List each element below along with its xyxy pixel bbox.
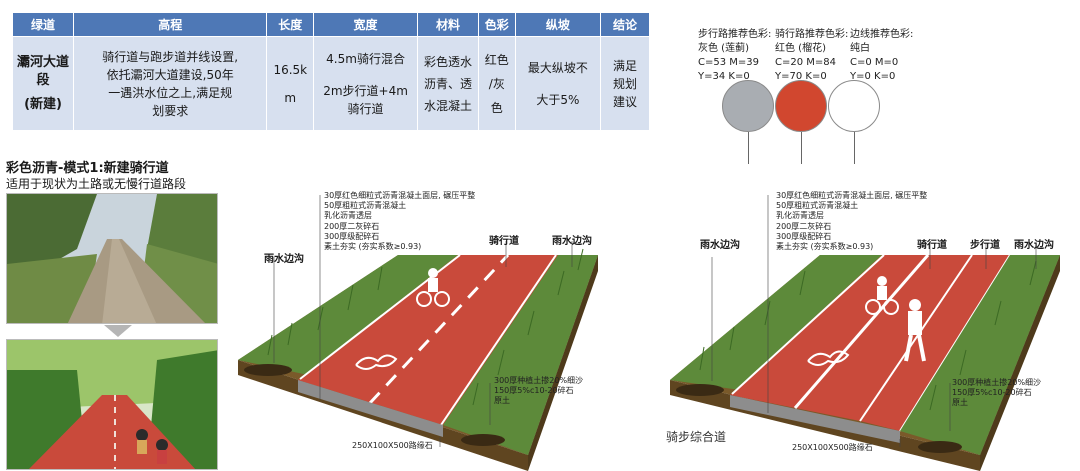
diagram2-caption: 骑步综合道 (666, 430, 727, 444)
edge-line-right (440, 254, 557, 426)
leader-lines (273, 195, 573, 447)
diagram2-bike-label: 骑行道 (917, 240, 947, 251)
right-ditch (461, 434, 505, 446)
bike-symbol-icon (355, 354, 398, 370)
bike-track (730, 255, 972, 421)
right-verge (900, 255, 1060, 455)
diagram2-layer-list: 30厚红色细粒式沥青混凝土面层, 碾压平整 50厚粗粒式沥青混凝土 乳化沥青透层… (776, 191, 928, 252)
section-subheading: 适用于现状为土路或无慢行道路段 (6, 177, 187, 191)
diagram1-bike-label: 骑行道 (489, 236, 519, 247)
header-elevation: 高程 (73, 12, 268, 37)
divider-line (859, 254, 973, 422)
cell-width: 4.5m骑行混合 2m步行道+4m 骑行道 (313, 36, 418, 131)
grey-swatch-stem (748, 132, 749, 164)
gravel-base (298, 380, 443, 437)
diagram1-ditch-right-label: 雨水边沟 (552, 236, 592, 247)
cyclist-figure (416, 268, 450, 307)
red-swatch-stem (801, 132, 802, 164)
center-line (368, 253, 510, 405)
table-header-row: 绿道 高程 长度 宽度 材料 色彩 纵坡 结论 (11, 12, 650, 37)
header-color: 色彩 (478, 12, 516, 37)
cell-material: 彩色透水 沥青、透 水混凝土 (416, 36, 480, 131)
header-slope: 纵坡 (514, 12, 602, 37)
cell-slope: 最大纵坡不 大于5% (514, 36, 602, 131)
center-line (793, 254, 930, 409)
diagram2-walk-label: 步行道 (970, 240, 1000, 251)
grass-tufts (267, 248, 584, 406)
legend-walk-color: 步行路推荐色彩: 灰色 (莲蓟) C=53 M=39 Y=34 K=0 (698, 29, 772, 82)
header-length: 长度 (266, 12, 315, 37)
grass-tufts (699, 260, 1037, 411)
white-swatch-stem (854, 132, 855, 164)
header-greenway: 绿道 (11, 12, 75, 37)
leader-lines (711, 195, 1037, 447)
cell-greenway: 灞河大道段 (新建) (11, 36, 75, 131)
pedestrian-figure (904, 299, 926, 362)
spec-table: 绿道 高程 长度 宽度 材料 色彩 纵坡 结论 灞河大道段 (新建) 骑行道与跑… (11, 12, 650, 131)
right-verge (443, 255, 598, 455)
left-ditch (244, 364, 292, 376)
diagram1-ditch-left-label: 雨水边沟 (264, 254, 304, 265)
soil-side-face (980, 255, 1060, 471)
cell-conclusion: 满足 规划 建议 (600, 36, 650, 131)
right-ditch (918, 441, 962, 453)
header-material: 材料 (416, 12, 480, 37)
header-conclusion: 结论 (600, 12, 650, 37)
section-heading: 彩色沥青-模式1:新建骑行道 (6, 161, 169, 176)
table-row: 灞河大道段 (新建) 骑行道与跑步道并线设置, 依托灞河大道建设,50年 一遇洪… (11, 36, 650, 131)
cell-color: 红色 /灰 色 (478, 36, 516, 131)
diagram1-planting-notes: 300厚种植土掺20%细沙 150厚5%c10-20碎石 原土 (494, 376, 584, 405)
soil-side-face (528, 255, 598, 471)
diagram2-planting-notes: 300厚种植土掺20%细沙 150厚5%c10-20碎石 原土 (952, 378, 1042, 407)
diagram2-ditch-left-label: 雨水边沟 (700, 240, 740, 251)
bike-lane-cross-section (238, 195, 598, 471)
legend-edge-color: 边线推荐色彩: 纯白 C=0 M=0 Y=0 K=0 (850, 29, 914, 82)
down-arrow-icon (104, 325, 132, 337)
bike-walk-cross-section (670, 195, 1060, 471)
diagram1-curb-label: 250X100X500路缘石 (352, 441, 433, 450)
white-swatch (828, 80, 880, 132)
edge-line-left (731, 254, 885, 395)
red-swatch (775, 80, 827, 132)
legend-bike-color: 骑行路推荐色彩: 红色 (榴花) C=20 M=84 Y=70 K=0 (775, 29, 849, 82)
existing-dirt-road-photo (6, 193, 218, 324)
grey-swatch (722, 80, 774, 132)
cell-length: 16.5k m (266, 36, 315, 131)
gravel-base (730, 395, 900, 443)
bike-symbol-icon (807, 350, 850, 366)
left-ditch (676, 384, 724, 396)
cyclist-figure (865, 276, 899, 315)
diagram2-curb-label: 250X100X500路缘石 (792, 443, 873, 452)
left-verge (238, 255, 468, 375)
cell-elevation: 骑行道与跑步道并线设置, 依托灞河大道建设,50年 一遇洪水位之上,满足规 划要… (73, 36, 268, 131)
left-verge (670, 255, 890, 390)
diagram2-ditch-right-label: 雨水边沟 (1014, 240, 1054, 251)
diagram1-layer-list: 30厚红色细粒式沥青混凝土面层, 碾压平整 50厚粗粒式沥青混凝土 乳化沥青透层… (324, 191, 476, 252)
red-bike-lane-render (6, 339, 218, 470)
walk-track (860, 255, 1010, 431)
header-width: 宽度 (313, 12, 418, 37)
